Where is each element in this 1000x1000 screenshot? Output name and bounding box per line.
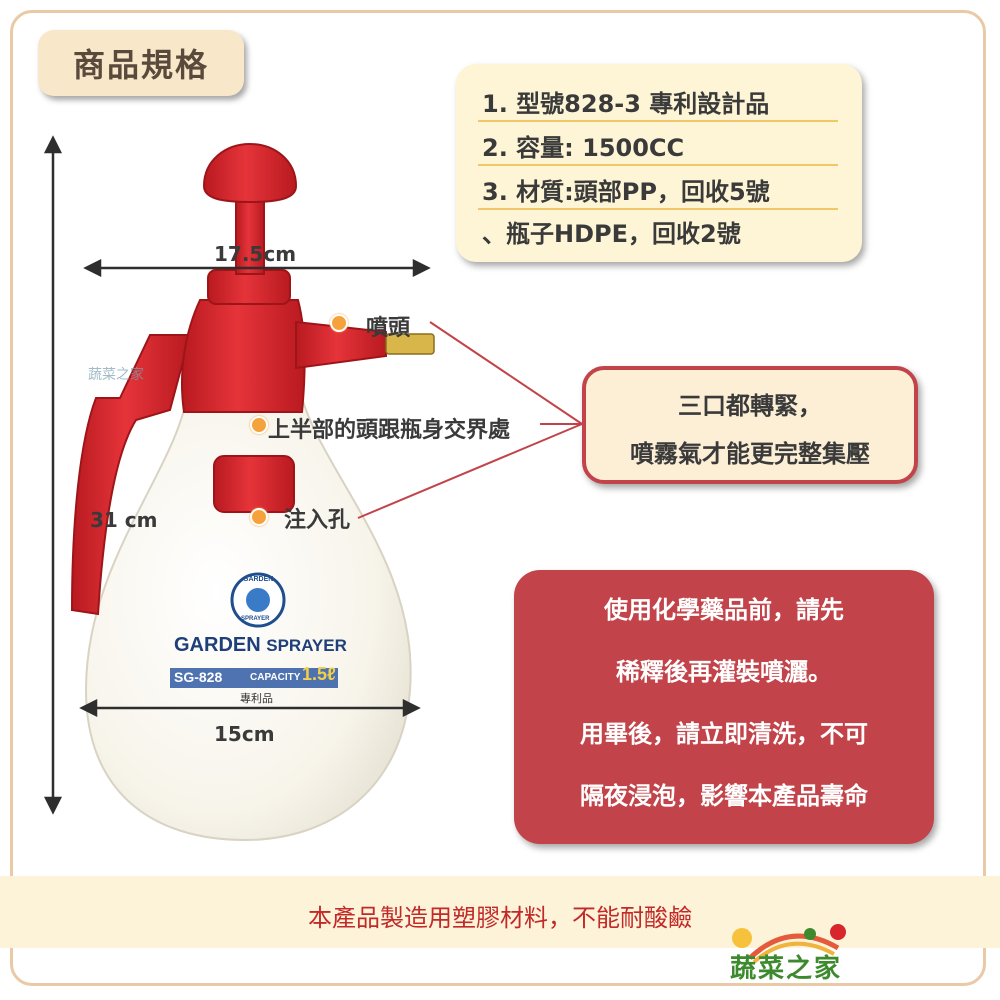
warning-line-3: 用畢後，請立即清洗，不可	[580, 720, 868, 748]
fill-cap	[213, 455, 295, 513]
product-text: SPRAYER	[266, 636, 347, 655]
label-fill-hole: 注入孔	[284, 508, 351, 533]
bottle-model: SG-828	[174, 669, 223, 685]
pump-neck	[207, 269, 291, 305]
nozzle-tip	[385, 333, 435, 355]
watermark: 蔬菜之家	[88, 367, 144, 383]
bottle-capacity-label: CAPACITY	[250, 672, 301, 683]
label-nozzle: 噴頭	[366, 316, 411, 341]
dimension-width-top: 17.5cm	[214, 242, 297, 266]
nozzle-base	[295, 320, 387, 370]
bottle-capacity-value: 1.5ℓ	[302, 664, 336, 684]
chemical-warning-callout: 使用化學藥品前，請先 稀釋後再灌裝噴灑。 用畢後，請立即清洗，不可 隔夜浸泡，影…	[514, 570, 934, 844]
brand-logo: 蔬菜之家	[730, 954, 843, 984]
bottle-patent: 專利品	[240, 692, 273, 705]
bottle-brand: GARDEN SPRAYER	[174, 634, 347, 657]
warning-line-1: 使用化學藥品前，請先	[604, 596, 844, 624]
footer-note: 本產品製造用塑膠材料，不能耐酸鹼	[308, 904, 692, 932]
pump-knob	[202, 142, 298, 204]
spec-line-model: 1. 型號828-3 專利設計品	[482, 90, 770, 118]
tighten-line-2: 噴霧氣才能更完整集壓	[630, 440, 870, 468]
label-joint: 上半部的頭跟瓶身交界處	[268, 418, 511, 443]
leader-lines	[357, 321, 583, 519]
nozzle-marker	[330, 314, 348, 332]
warning-line-4: 隔夜浸泡，影響本產品壽命	[580, 782, 868, 810]
spec-divider	[478, 164, 838, 166]
spec-divider	[478, 208, 838, 210]
spec-box: 1. 型號828-3 專利設計品 2. 容量: 1500CC 3. 材質:頭部P…	[456, 64, 862, 262]
spec-line-material: 3. 材質:頭部PP，回收5號	[482, 178, 770, 206]
dimension-arrows	[43, 135, 431, 815]
spec-line-material-cont: 、瓶子HDPE，回收2號	[482, 220, 741, 248]
brand-text: GARDEN	[174, 634, 261, 656]
badge-bottom-text: SPRAYER	[241, 616, 270, 622]
pump-shoulder	[181, 299, 306, 413]
dimension-height: 31 cm	[90, 508, 158, 532]
bottle-handle	[70, 334, 192, 616]
tighten-line-1: 三口都轉緊，	[678, 392, 822, 420]
dimension-width-bottom: 15cm	[214, 722, 275, 746]
spec-divider	[478, 120, 838, 122]
page-title: 商品規格	[38, 30, 244, 96]
warning-line-2: 稀釋後再灌裝噴灑。	[616, 658, 832, 686]
joint-marker	[250, 416, 268, 434]
bottle-label-plate	[170, 668, 338, 688]
fill-hole-marker	[250, 508, 268, 526]
tighten-callout: 三口都轉緊， 噴霧氣才能更完整集壓	[582, 366, 918, 484]
logo-graphic	[732, 924, 846, 964]
badge-top-text: GARDEN	[243, 576, 274, 583]
spec-line-capacity: 2. 容量: 1500CC	[482, 134, 685, 162]
